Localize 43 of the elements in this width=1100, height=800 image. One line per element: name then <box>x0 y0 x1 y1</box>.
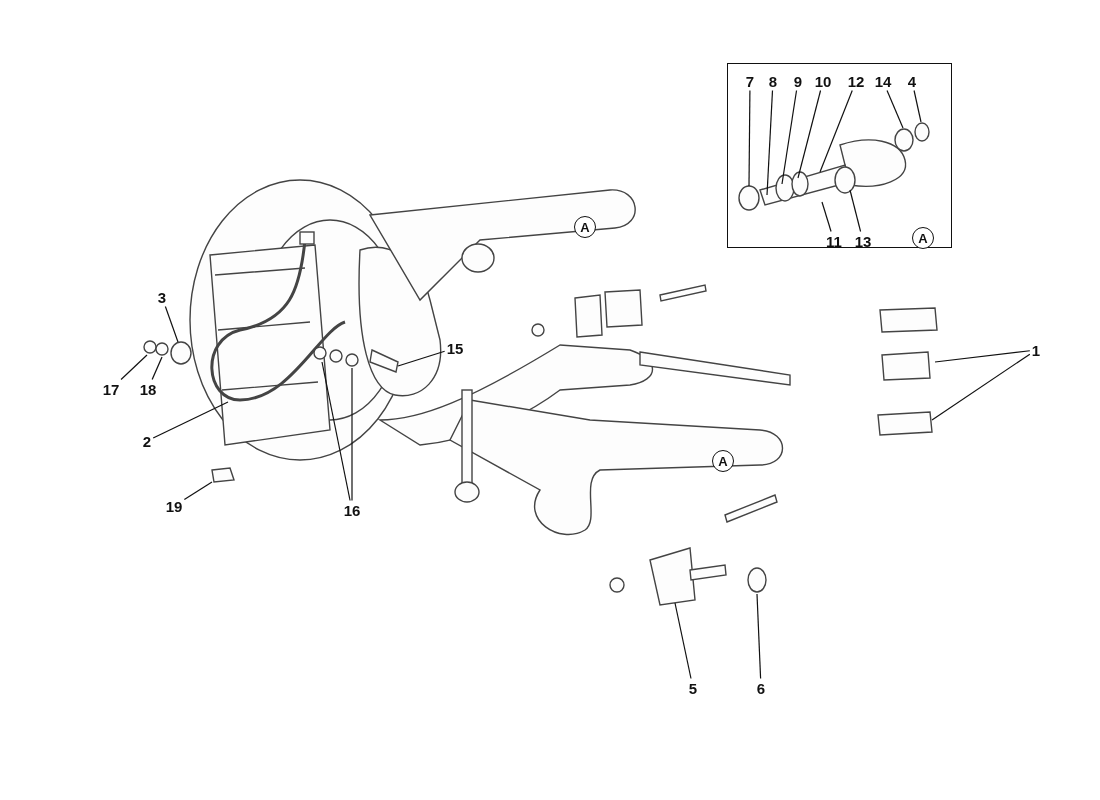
leader-line <box>781 89 798 185</box>
leader-line <box>849 189 862 233</box>
callout-number: 7 <box>745 73 755 89</box>
callout-number: 4 <box>907 73 917 89</box>
leader-line <box>886 89 904 129</box>
callout-number: 17 <box>102 381 120 397</box>
callout-number: 11 <box>826 233 842 249</box>
callout-number: 13 <box>854 233 872 249</box>
detail-inset-frame <box>727 63 952 248</box>
callout-number: 19 <box>165 498 183 514</box>
leader-line <box>748 89 751 187</box>
leader-line <box>674 602 692 680</box>
callout-number: 5 <box>688 680 698 696</box>
callout-number: 16 <box>343 502 361 518</box>
leader-line <box>797 89 822 179</box>
callout-number: 8 <box>768 73 778 89</box>
leader-line <box>821 201 832 233</box>
callout-number: 10 <box>814 73 832 89</box>
leader-line <box>183 481 213 501</box>
callout-number: 14 <box>874 73 892 89</box>
leader-line <box>321 361 351 502</box>
leader-line <box>931 353 1031 421</box>
callout-number: 3 <box>157 289 167 305</box>
callout-number: 2 <box>142 433 152 449</box>
callout-number: 12 <box>847 73 865 89</box>
leader-line <box>120 354 148 381</box>
callout-number: 1 <box>1031 342 1041 358</box>
leader-line <box>819 89 853 173</box>
callout-number: 18 <box>139 381 157 397</box>
callout-number: 15 <box>446 340 464 356</box>
reference-letter-circle: A <box>574 216 596 238</box>
leader-line <box>756 593 762 680</box>
leader-line <box>164 305 179 343</box>
leader-line <box>151 356 163 381</box>
leader-line <box>397 350 446 367</box>
leader-line <box>766 89 774 196</box>
callout-number: 9 <box>793 73 803 89</box>
reference-letter-circle: A <box>912 227 934 249</box>
leader-line <box>934 350 1031 363</box>
leader-line <box>152 401 229 439</box>
leader-line <box>913 89 922 123</box>
callout-number: 6 <box>756 680 766 696</box>
leader-line <box>351 367 353 502</box>
